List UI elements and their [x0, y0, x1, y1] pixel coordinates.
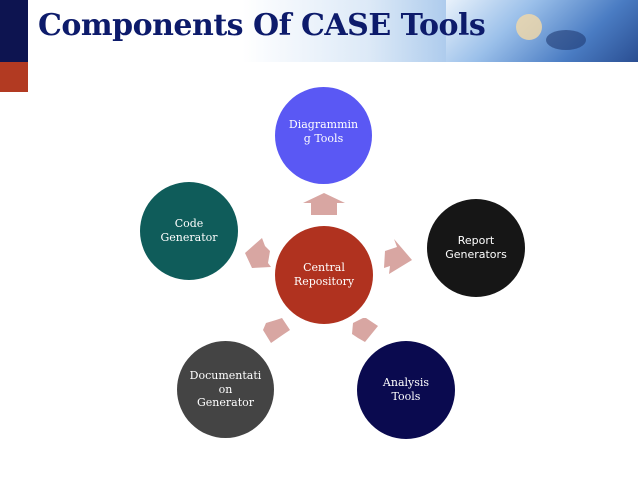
- central-repository-label: Central Repository: [293, 261, 355, 288]
- documentation-generator-node: Documentati on Generator: [177, 341, 274, 438]
- code-generator-label: Code Generator: [160, 217, 218, 244]
- accent-bar-navy: [0, 0, 28, 62]
- report-generators-node: Report Generators: [427, 199, 525, 297]
- arrow-to-code: [245, 238, 271, 268]
- accent-bar-red: [0, 62, 28, 92]
- slide-title: Components Of CASE Tools: [38, 8, 486, 43]
- code-generator-node: Code Generator: [140, 182, 238, 280]
- arrow-to-diagramming: [303, 193, 345, 215]
- diagramming-tools-label: Diagrammin g Tools: [288, 117, 359, 145]
- report-generators-label: Report Generators: [445, 234, 507, 261]
- slide-header: [0, 0, 638, 62]
- analysis-tools-label: Analysis Tools: [382, 376, 430, 403]
- diagramming-tools-node: Diagrammin g Tools: [275, 87, 372, 184]
- arrow-to-documentation: [263, 318, 290, 343]
- central-repository-node: Central Repository: [275, 226, 373, 324]
- header-photo-image: [446, 0, 638, 62]
- analysis-tools-node: Analysis Tools: [357, 341, 455, 439]
- documentation-generator-label: Documentati on Generator: [189, 368, 262, 410]
- arrow-to-analysis: [352, 318, 378, 342]
- arrow-to-report: [384, 239, 412, 274]
